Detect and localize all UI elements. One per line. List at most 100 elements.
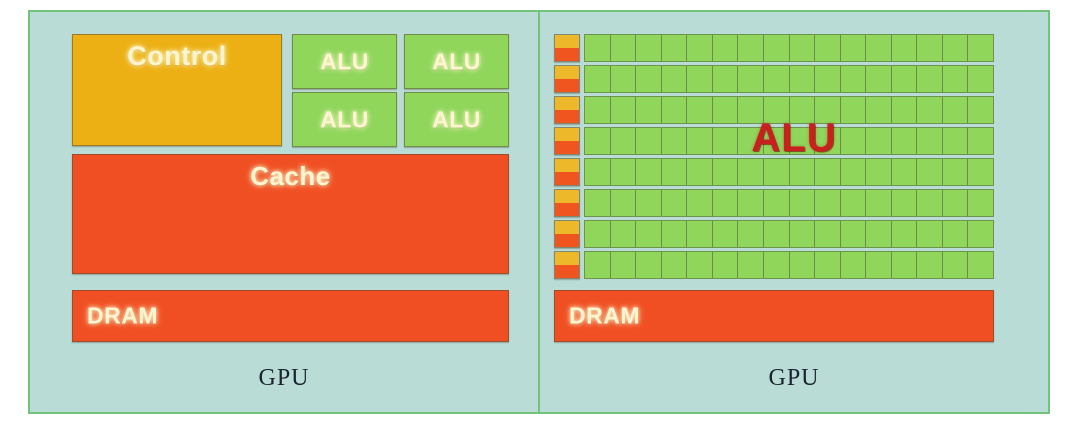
row-header-control-segment [555,66,579,79]
alu-cell [891,97,918,123]
alu-cell [840,190,867,216]
dram-label-right: DRAM [569,302,640,329]
alu-cell [789,35,816,61]
row-header-memory-segment [555,203,579,216]
alu-cell [585,35,611,61]
alu-cell [636,190,662,216]
alu-cell [815,221,841,247]
row-header-memory-segment [555,234,579,247]
alu-cell [789,97,816,123]
alu-cell [866,221,892,247]
alu-cell [738,221,764,247]
alu-cell [585,190,611,216]
alu-cell [917,97,943,123]
alu-cell [661,190,688,216]
alu-row-header-block [554,34,580,62]
alu-cell [712,35,739,61]
alu-cell [840,35,867,61]
alu-block-2: ALU [404,34,509,89]
alu-cell [789,128,816,154]
alu-cell [789,159,816,185]
alu-cell [636,159,662,185]
alu-cell [763,35,790,61]
row-header-control-segment [555,159,579,172]
alu-cell [815,159,841,185]
alu-cell [712,190,739,216]
cpu-panel-body: Control ALU ALU ALU ALU Cache [30,12,538,344]
alu-cell [636,66,662,92]
alu-cell [712,128,739,154]
alu-label-1: ALU [320,48,369,74]
alu-cell [610,190,637,216]
alu-cell [866,252,892,278]
alu-cell [815,190,841,216]
alu-cell [661,97,688,123]
cache-label: Cache [250,161,331,191]
alu-cell [712,252,739,278]
alu-cell [763,97,790,123]
alu-cell [866,128,892,154]
alu-row-header-block [554,158,580,186]
alu-cell [661,221,688,247]
alu-cell [585,128,611,154]
alu-cell [968,252,993,278]
alu-cell [610,159,637,185]
alu-cell [585,66,611,92]
alu-cell [968,159,993,185]
alu-cell [636,97,662,123]
alu-cell [738,66,764,92]
alu-cell [866,35,892,61]
alu-cell [942,159,969,185]
row-header-memory-segment [555,172,579,185]
alu-grid [554,34,994,279]
alu-cell [687,35,713,61]
alu-cell [585,159,611,185]
alu-block-1: ALU [292,34,397,89]
alu-cell [789,221,816,247]
alu-cell [968,35,993,61]
alu-cell [661,35,688,61]
alu-cell [815,128,841,154]
alu-cell [636,221,662,247]
alu-grid-row [554,251,994,279]
alu-cell [917,190,943,216]
alu-cell [840,66,867,92]
alu-cell [917,66,943,92]
row-header-control-segment [555,128,579,141]
alu-cell [661,252,688,278]
alu-cell [891,35,918,61]
alu-cell [891,159,918,185]
alu-cell [610,66,637,92]
alu-row-header-block [554,65,580,93]
alu-cell [866,159,892,185]
alu-cell [917,221,943,247]
row-header-memory-segment [555,265,579,278]
alu-cell [815,66,841,92]
dram-label-left: DRAM [87,302,158,329]
alu-grid-row [554,96,994,124]
alu-cell [712,221,739,247]
alu-cell [661,66,688,92]
alu-block-3: ALU [292,92,397,147]
alu-cell [866,190,892,216]
alu-grid-row [554,189,994,217]
alu-grid-row [554,34,994,62]
row-header-memory-segment [555,48,579,61]
diagram-frame: Control ALU ALU ALU ALU Cache [28,10,1050,414]
alu-row-cells [584,251,994,279]
alu-cell [738,252,764,278]
control-block: Control [72,34,282,146]
cpu-panel: Control ALU ALU ALU ALU Cache [30,12,540,412]
alu-cell [866,97,892,123]
alu-cell [585,97,611,123]
alu-cell [763,221,790,247]
alu-cell [636,252,662,278]
cpu-panel-caption: GPU [258,364,310,391]
alu-cell [968,190,993,216]
alu-cell [891,66,918,92]
alu-cell [763,66,790,92]
alu-cell [942,97,969,123]
control-label: Control [127,41,227,71]
alu-grid-row [554,127,994,155]
alu-cell [968,66,993,92]
